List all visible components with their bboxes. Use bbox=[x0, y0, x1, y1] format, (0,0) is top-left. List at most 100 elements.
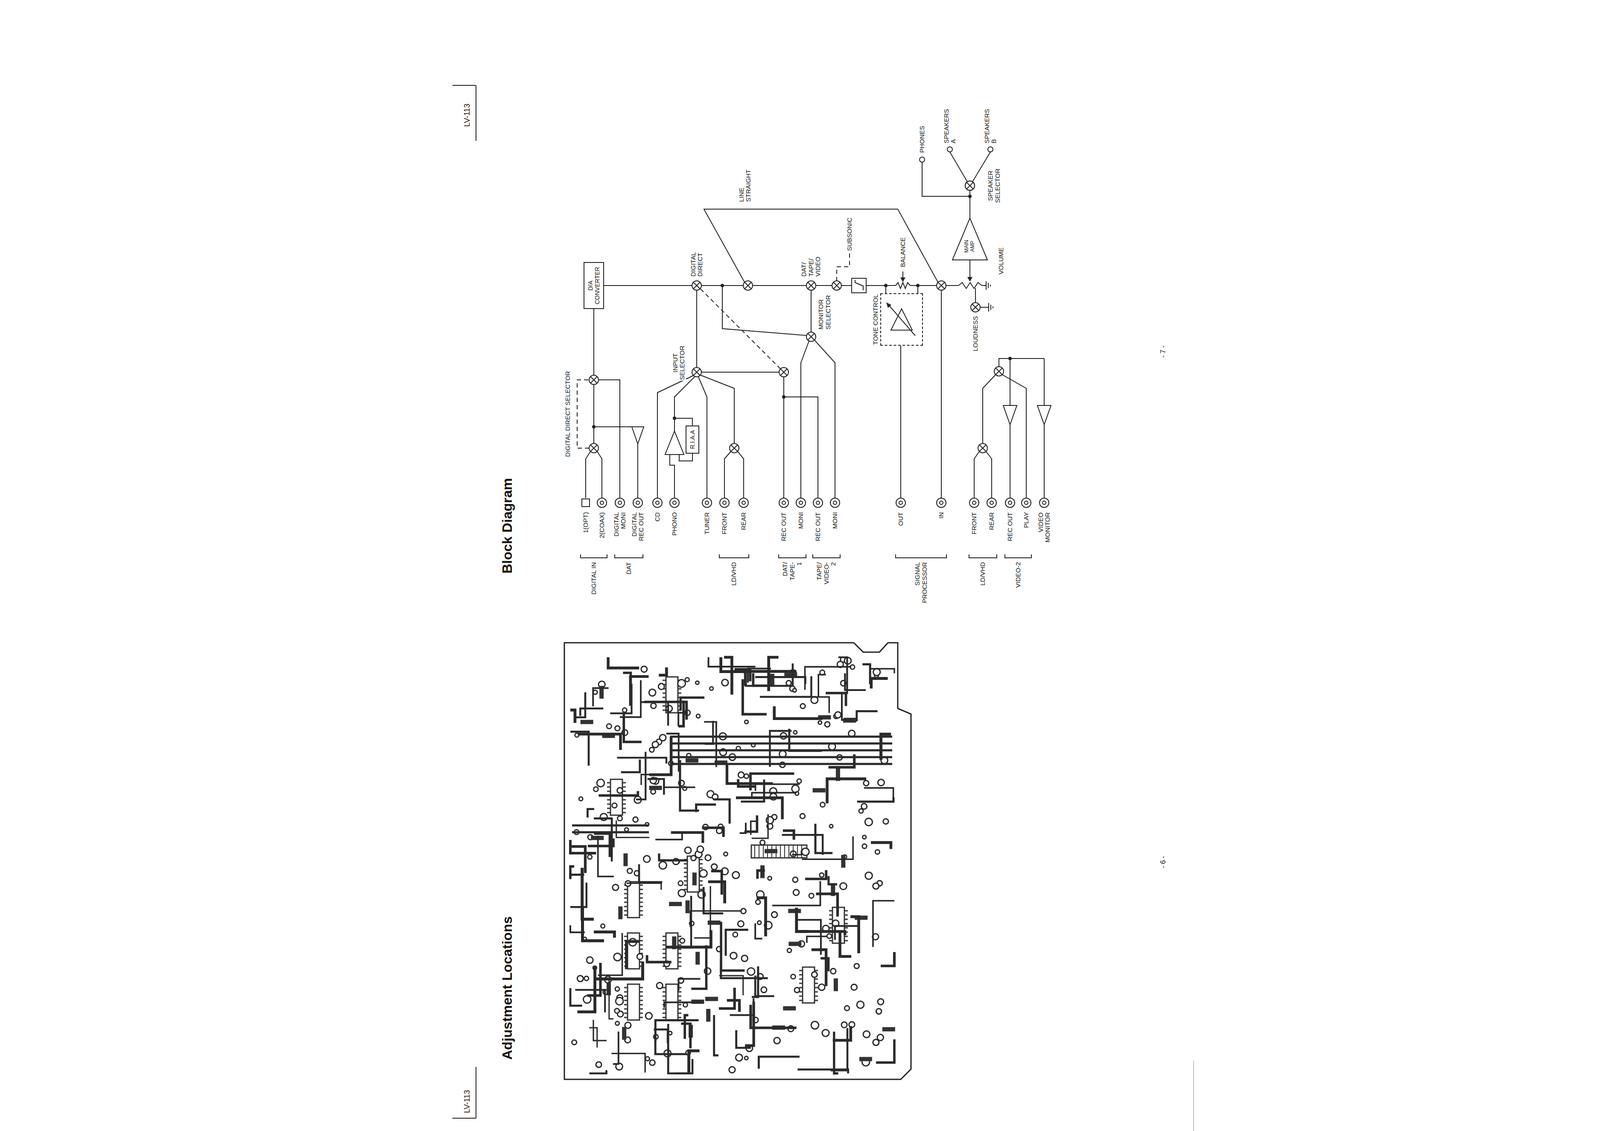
arrow-head bbox=[967, 277, 973, 282]
pcb-pad bbox=[600, 924, 605, 929]
pcb-trace bbox=[655, 1020, 699, 1042]
pcb-trace bbox=[802, 836, 854, 860]
jack-symbol bbox=[779, 498, 789, 508]
pcb-connector-pin bbox=[762, 845, 764, 859]
pcb-pad bbox=[656, 982, 663, 989]
pcb-pad bbox=[697, 846, 704, 853]
pcb-trace bbox=[639, 864, 663, 883]
pcb-pad bbox=[645, 1056, 650, 1061]
pcb-trace bbox=[626, 883, 662, 890]
ic-pin bbox=[829, 919, 848, 921]
wire bbox=[598, 379, 620, 499]
pcb-pad bbox=[595, 1062, 602, 1068]
ic-pin bbox=[662, 692, 682, 695]
pcb-pad bbox=[800, 703, 806, 709]
pcb-pad bbox=[649, 747, 655, 753]
pcb-pad bbox=[864, 818, 873, 826]
jack-label: DIGITAL MONI bbox=[613, 511, 628, 538]
pcb-trace bbox=[825, 693, 847, 707]
pcb-component bbox=[623, 853, 628, 867]
wire bbox=[940, 290, 942, 499]
pcb-trace bbox=[683, 896, 692, 948]
pcb-trace bbox=[832, 1026, 851, 1041]
pcb-trace bbox=[789, 729, 822, 752]
ic-pin bbox=[662, 991, 682, 993]
pcb-trace bbox=[750, 773, 795, 791]
pcb-trace bbox=[613, 1031, 619, 1065]
jack-symbol bbox=[738, 498, 749, 508]
ic-pin bbox=[829, 927, 848, 929]
pcb-pad bbox=[677, 679, 686, 688]
wire bbox=[752, 285, 807, 287]
pcb-trace bbox=[593, 1019, 607, 1041]
jack-label: MONI bbox=[797, 511, 805, 530]
ic-pin bbox=[662, 1008, 682, 1011]
pcb-pad bbox=[614, 1008, 620, 1014]
jack-group-label: TAPE/ VIDEO-2 bbox=[815, 561, 838, 586]
wire bbox=[585, 451, 591, 499]
wire bbox=[696, 290, 698, 368]
jack-symbol bbox=[1039, 498, 1049, 508]
pcb-trace bbox=[857, 797, 894, 802]
pcb-trace bbox=[815, 823, 833, 854]
wire bbox=[969, 190, 971, 218]
pcb-component bbox=[705, 997, 719, 1002]
wire bbox=[593, 426, 638, 428]
pcb-pad bbox=[578, 797, 583, 801]
page-number: - 6 - bbox=[1159, 855, 1168, 870]
wire bbox=[703, 209, 938, 283]
pcb-connector-pin bbox=[797, 845, 798, 859]
pcb-trace bbox=[647, 955, 672, 963]
pcb-bus-trace bbox=[572, 824, 649, 827]
jack-label: PHONO bbox=[671, 511, 679, 537]
switch-label: MONITOR SELECTOR bbox=[817, 294, 832, 331]
jack-label: VIDEO MONITOR bbox=[1037, 511, 1052, 544]
pcb-component bbox=[649, 785, 663, 791]
ic-pin bbox=[662, 957, 682, 959]
pcb-connector-pin bbox=[775, 845, 777, 859]
pcb-component bbox=[685, 900, 690, 914]
pcb-trace bbox=[619, 680, 641, 718]
pcb-pad bbox=[830, 968, 836, 974]
pcb-trace bbox=[724, 657, 732, 695]
ic-pin bbox=[662, 936, 682, 938]
switch-symbol bbox=[743, 280, 753, 291]
pcb-pad bbox=[875, 849, 880, 855]
pcb-trace bbox=[589, 1070, 607, 1074]
ground-symbol bbox=[986, 281, 991, 290]
pcb-trace bbox=[684, 1015, 689, 1040]
pcb-connector-pin bbox=[767, 845, 768, 859]
pcb-pad bbox=[771, 911, 778, 918]
switch-label: LINE STRAIGHT bbox=[738, 168, 753, 203]
wire bbox=[975, 288, 976, 303]
pcb-pad bbox=[851, 984, 858, 991]
pcb-trace bbox=[664, 1002, 703, 1008]
pcb-pad bbox=[841, 1022, 847, 1028]
wire bbox=[981, 285, 987, 287]
wire bbox=[1043, 358, 1045, 406]
pcb-pad bbox=[695, 681, 699, 685]
wire bbox=[593, 384, 595, 444]
node-text: D/A CONVERTER bbox=[586, 266, 601, 305]
converter-box: D/A CONVERTER bbox=[583, 262, 605, 310]
filter-curve bbox=[855, 280, 864, 291]
pcb-component bbox=[833, 978, 838, 992]
pcb-pad bbox=[801, 848, 809, 856]
jack-label: REC OUT bbox=[780, 511, 788, 543]
ic-pin bbox=[799, 995, 818, 998]
jack-label: OUT bbox=[897, 511, 905, 527]
pcb-pad bbox=[794, 987, 800, 993]
pcb-trace bbox=[880, 952, 895, 967]
switch-symbol bbox=[994, 366, 1004, 377]
pcb-component bbox=[882, 1027, 896, 1032]
pcb-component bbox=[668, 902, 682, 907]
pcb-trace bbox=[713, 799, 730, 824]
ic-pin bbox=[607, 786, 626, 789]
pcb-pad bbox=[822, 1029, 830, 1037]
pcb-trace bbox=[864, 788, 894, 803]
pcb-trace bbox=[608, 657, 640, 669]
pcb-bus-trace bbox=[670, 749, 893, 752]
jack-label: REAR bbox=[740, 511, 748, 532]
pcb-trace bbox=[834, 1031, 839, 1074]
pcb-pad bbox=[711, 864, 717, 870]
